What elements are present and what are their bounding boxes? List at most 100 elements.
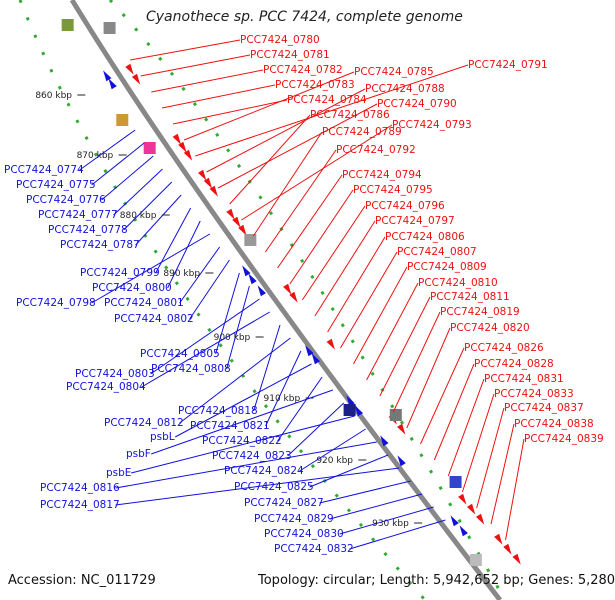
reverse-gene-label[interactable]: PCC7424_0802 (114, 313, 194, 325)
reverse-gene-label[interactable]: psbE (106, 467, 131, 479)
forward-gene-arrow (198, 169, 207, 181)
reverse-gene-label[interactable]: PCC7424_0800 (92, 282, 172, 294)
genomic-feature-block (343, 404, 356, 416)
reverse-label-leader (91, 142, 145, 186)
reverse-gene-label[interactable]: PCC7424_0818 (178, 405, 258, 417)
forward-label-leader (162, 84, 276, 109)
reverse-gene-label[interactable]: PCC7424_0827 (244, 497, 324, 509)
forward-gene-label[interactable]: PCC7424_0826 (464, 342, 544, 354)
forward-gene-label[interactable]: PCC7424_0797 (375, 215, 455, 227)
genomic-feature-block (61, 19, 74, 31)
forward-gene-label[interactable]: PCC7424_0806 (385, 231, 465, 243)
reverse-label-leader (179, 337, 291, 424)
forward-gene-arrow (512, 553, 521, 565)
reverse-label-leader (226, 285, 250, 370)
reverse-gene-arrow (311, 353, 321, 365)
forward-gene-label[interactable]: PCC7424_0786 (310, 109, 390, 121)
reverse-gene-label[interactable]: PCC7424_0812 (104, 417, 184, 429)
reverse-label-leader (167, 220, 201, 289)
forward-gene-label[interactable]: PCC7424_0783 (275, 79, 355, 91)
forward-label-leader (241, 124, 393, 221)
forward-gene-label[interactable]: PCC7424_0833 (494, 388, 574, 400)
reverse-gene-label[interactable]: PCC7424_0804 (66, 381, 146, 393)
reverse-gene-label[interactable]: PCC7424_0803 (75, 368, 155, 380)
forward-gene-label[interactable]: PCC7424_0792 (336, 144, 416, 156)
forward-gene-label[interactable]: PCC7424_0807 (397, 246, 477, 258)
forward-gene-label[interactable]: PCC7424_0780 (240, 34, 320, 46)
forward-gene-label[interactable]: PCC7424_0831 (484, 373, 564, 385)
forward-label-leader (406, 327, 451, 429)
forward-label-leader (206, 88, 366, 173)
genomic-feature-block (389, 409, 402, 421)
reverse-gene-arrow (354, 405, 364, 417)
reverse-gene-label[interactable]: PCC7424_0801 (104, 297, 184, 309)
forward-gene-arrow (475, 513, 485, 525)
forward-label-leader (420, 347, 465, 445)
forward-label-leader (490, 423, 515, 525)
forward-gene-label[interactable]: PCC7424_0789 (322, 126, 402, 138)
reverse-gene-label[interactable]: PCC7424_0787 (60, 239, 140, 251)
forward-gene-arrow (503, 543, 512, 555)
forward-gene-label[interactable]: PCC7424_0784 (287, 94, 367, 106)
genomic-feature-block (449, 476, 462, 488)
forward-label-leader (264, 149, 337, 253)
reverse-gene-label[interactable]: PCC7424_0778 (48, 224, 128, 236)
forward-gene-label[interactable]: PCC7424_0810 (418, 277, 498, 289)
forward-gene-label[interactable]: PCC7424_0796 (365, 200, 445, 212)
reverse-gene-label[interactable]: psbF (126, 448, 151, 460)
forward-gene-arrow (209, 185, 218, 197)
forward-gene-label[interactable]: PCC7424_0809 (407, 261, 487, 273)
forward-label-leader (476, 407, 505, 509)
reverse-gene-label[interactable]: PCC7424_0799 (80, 267, 160, 279)
forward-gene-label[interactable]: PCC7424_0781 (250, 49, 330, 61)
reverse-gene-label[interactable]: PCC7424_0823 (212, 450, 292, 462)
reverse-gene-label[interactable]: PCC7424_0798 (16, 297, 96, 309)
reverse-gene-label[interactable]: PCC7424_0775 (16, 179, 96, 191)
reverse-gene-label[interactable]: PCC7424_0822 (202, 435, 282, 447)
forward-gene-label[interactable]: PCC7424_0838 (514, 418, 594, 430)
forward-gene-label[interactable]: PCC7424_0791 (468, 59, 548, 71)
reverse-gene-label[interactable]: PCC7424_0776 (26, 194, 106, 206)
reverse-gene-label[interactable]: PCC7424_0808 (151, 363, 231, 375)
reverse-gene-label[interactable]: PCC7424_0824 (224, 465, 304, 477)
reverse-gene-label[interactable]: PCC7424_0832 (274, 543, 354, 555)
forward-gene-arrow (232, 216, 241, 228)
gene-label-layer: PCC7424_0780PCC7424_0781PCC7424_0782PCC7… (4, 34, 604, 555)
forward-label-leader (327, 236, 386, 333)
reverse-label-leader (141, 311, 270, 388)
forward-gene-label[interactable]: PCC7424_0794 (342, 169, 422, 181)
forward-label-leader (252, 131, 323, 237)
reverse-gene-label[interactable]: PCC7424_0817 (40, 499, 120, 511)
reverse-label-leader (309, 454, 389, 488)
forward-gene-arrow (289, 291, 298, 303)
forward-gene-label[interactable]: PCC7424_0828 (474, 358, 554, 370)
reverse-gene-label[interactable]: psbL (150, 431, 175, 443)
reverse-gene-label[interactable]: PCC7424_0777 (38, 209, 118, 221)
forward-gene-label[interactable]: PCC7424_0811 (430, 291, 510, 303)
gene-layer (61, 19, 521, 566)
forward-gene-label[interactable]: PCC7424_0793 (392, 119, 472, 131)
reverse-gene-label[interactable]: PCC7424_0825 (234, 481, 314, 493)
reverse-gene-label[interactable]: PCC7424_0816 (40, 482, 120, 494)
forward-label-leader (151, 69, 264, 93)
genome-summary-text: Topology: circular; Length: 5,942,652 bp… (258, 573, 615, 588)
forward-label-leader (172, 99, 288, 125)
forward-gene-label[interactable]: PCC7424_0790 (377, 98, 457, 110)
reverse-gene-label[interactable]: PCC7424_0830 (264, 528, 344, 540)
forward-gene-arrow (397, 423, 406, 435)
forward-gene-label[interactable]: PCC7424_0782 (263, 64, 343, 76)
reverse-label-leader (123, 181, 173, 231)
reverse-gene-label[interactable]: PCC7424_0774 (4, 164, 84, 176)
forward-gene-label[interactable]: PCC7424_0837 (504, 402, 584, 414)
genomic-feature-block (469, 554, 482, 566)
reverse-gene-arrow (380, 435, 389, 447)
forward-gene-label[interactable]: PCC7424_0820 (450, 322, 530, 334)
reverse-gene-label[interactable]: PCC7424_0829 (254, 513, 334, 525)
forward-gene-label[interactable]: PCC7424_0795 (353, 184, 433, 196)
reverse-label-leader (215, 272, 240, 355)
forward-label-leader (195, 64, 469, 157)
forward-gene-label[interactable]: PCC7424_0819 (440, 306, 520, 318)
forward-gene-label[interactable]: PCC7424_0785 (354, 66, 434, 78)
forward-gene-label[interactable]: PCC7424_0788 (365, 83, 445, 95)
forward-gene-label[interactable]: PCC7424_0839 (524, 433, 604, 445)
